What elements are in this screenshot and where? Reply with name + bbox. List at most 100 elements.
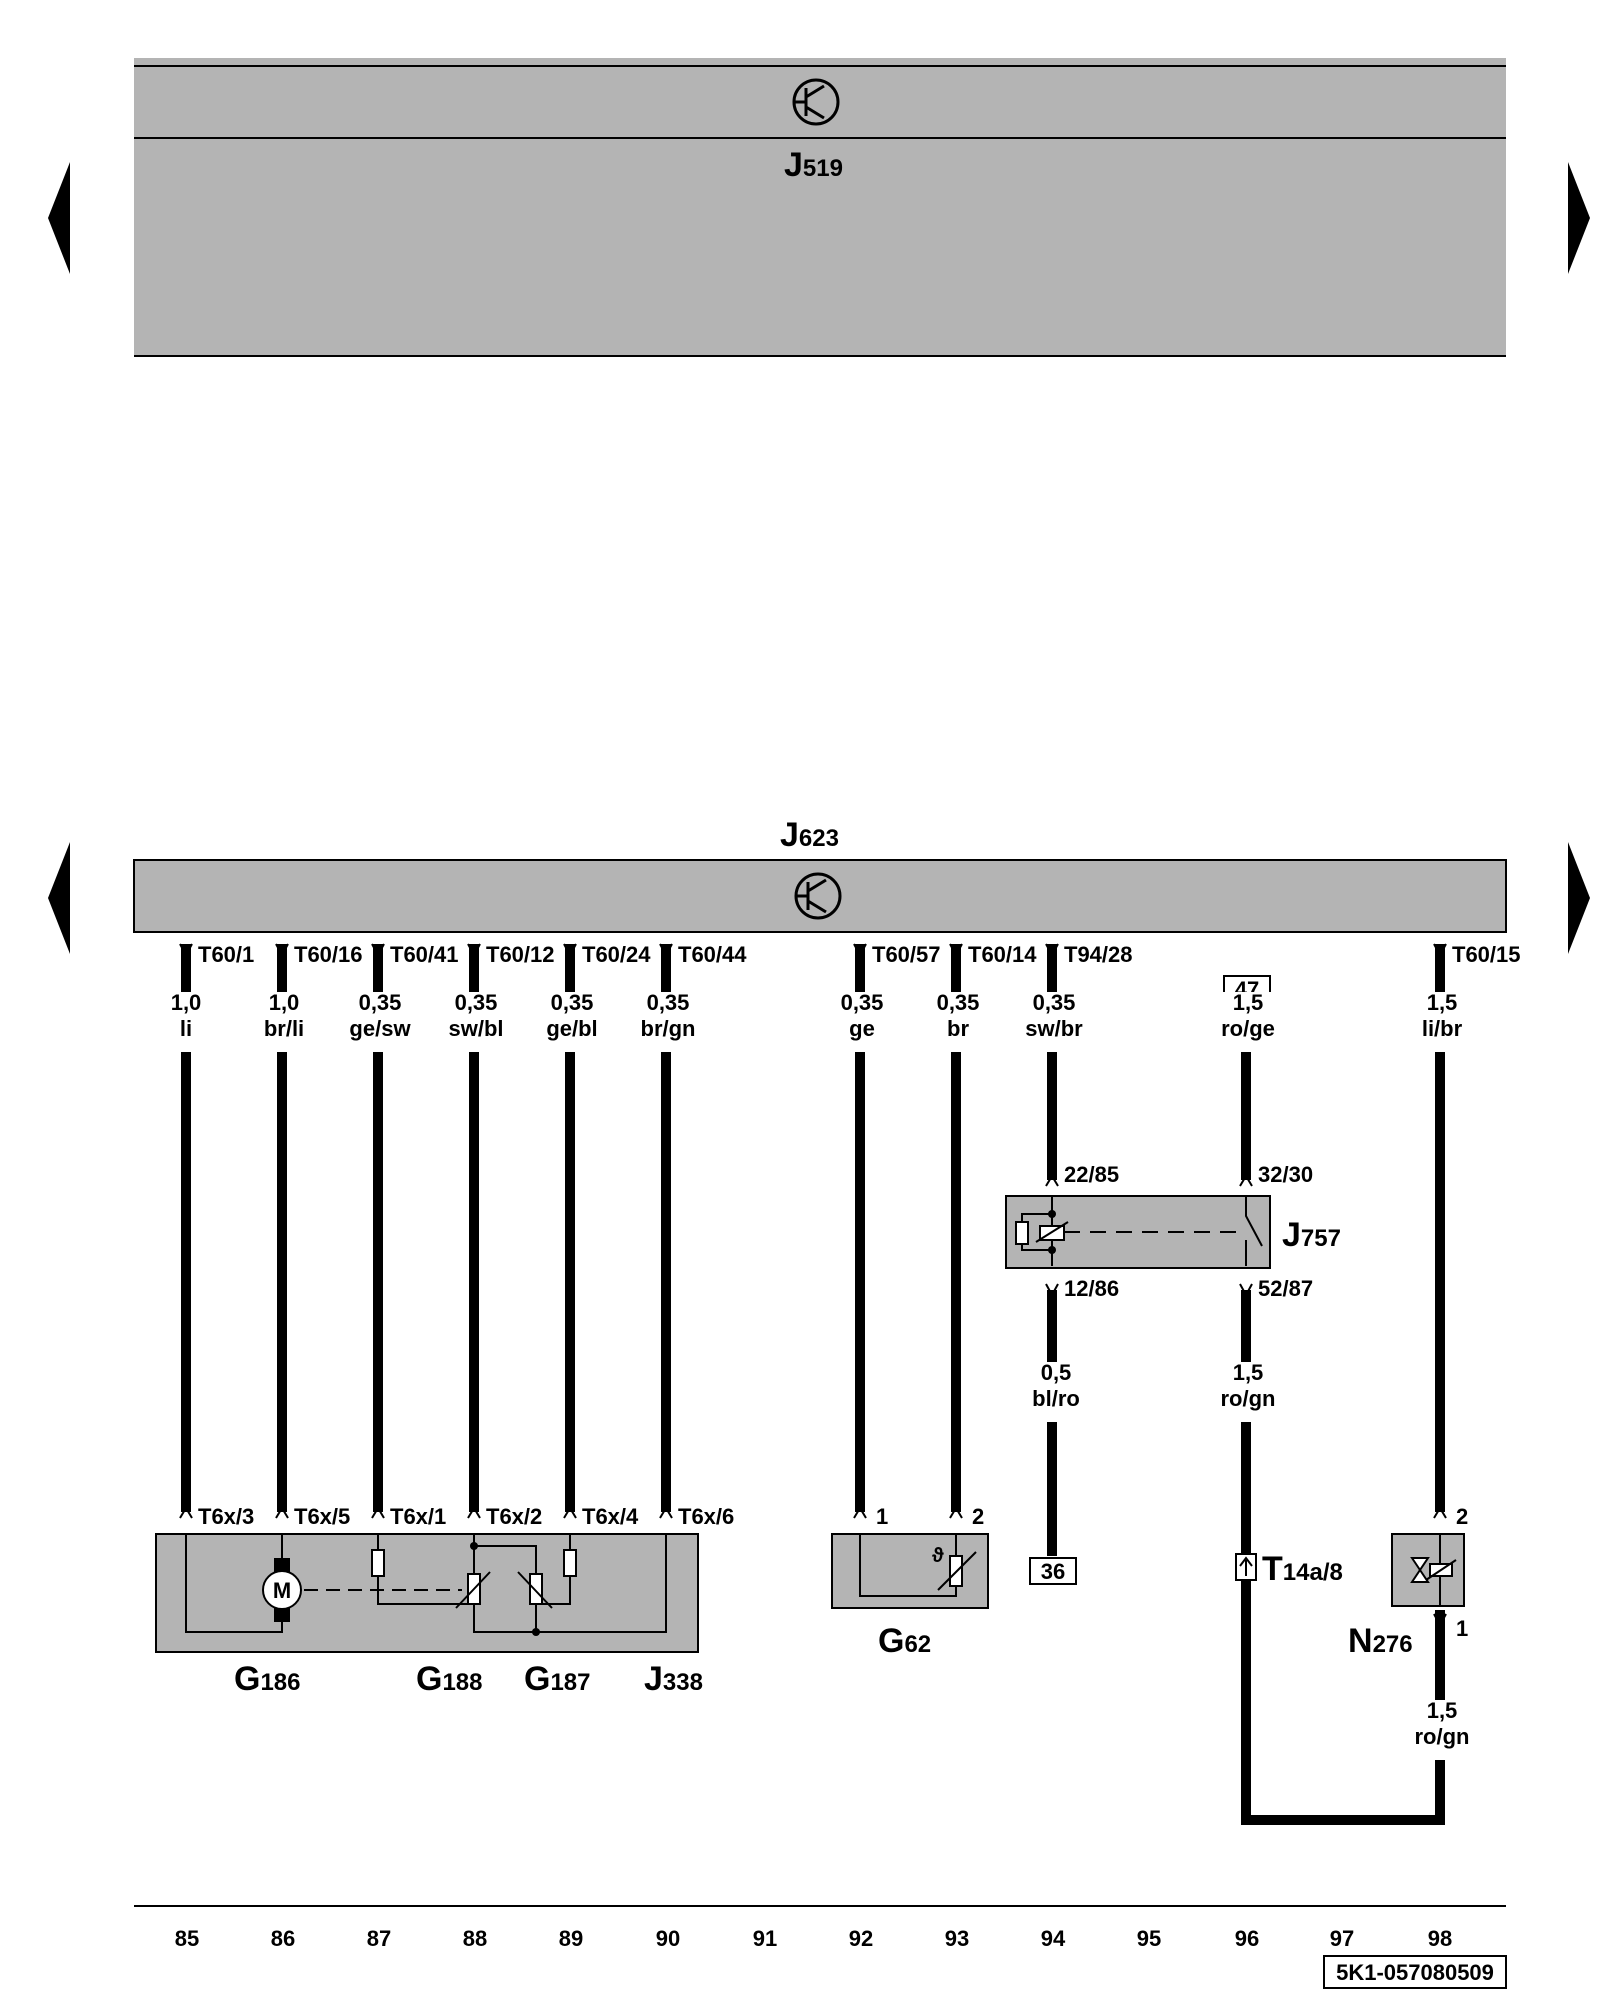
column-number: 90 [656, 1926, 680, 1951]
wire-w96b: 52/87 1,5 ro/gn [1216, 1276, 1313, 1820]
column-number: 89 [559, 1926, 583, 1951]
svg-text:1,5: 1,5 [1427, 1698, 1458, 1723]
wire-w87: T60/41 0,35 ge/sw T6x/1 [346, 942, 459, 1529]
column-number: 86 [271, 1926, 295, 1951]
svg-text:1,5: 1,5 [1233, 1360, 1264, 1385]
svg-text:sw/bl: sw/bl [448, 1016, 503, 1041]
label-j338: J338 [644, 1660, 703, 1698]
column-number: 92 [849, 1926, 873, 1951]
label-g62: G62 [878, 1622, 931, 1660]
throttle-valve-module: M G186 G188 G187 J338 [155, 1533, 703, 1698]
drawing-id-box: 5K1-057080509 [1323, 1955, 1507, 1989]
label-n276: N276 [1348, 1622, 1413, 1660]
svg-text:br/gn: br/gn [641, 1016, 696, 1041]
column-number: 98 [1428, 1926, 1452, 1951]
column-number: 93 [945, 1926, 969, 1951]
svg-text:T6x/6: T6x/6 [678, 1504, 734, 1529]
label-t14a: T14a/8 [1262, 1550, 1343, 1588]
wire-w85: T60/1 1,0 li T6x/3 [171, 942, 255, 1529]
wire-w93: T60/14 0,35 br 2 [936, 942, 1037, 1529]
nav-right-arrow-bottom[interactable] [1568, 842, 1590, 954]
svg-text:0,35: 0,35 [1033, 990, 1076, 1015]
wire-w92: T60/57 0,35 ge 1 [840, 942, 941, 1529]
connector-t14a: T14a/8 [1235, 1550, 1343, 1588]
svg-text:0,35: 0,35 [647, 990, 690, 1015]
svg-text:T6x/2: T6x/2 [486, 1504, 542, 1529]
svg-text:ro/gn: ro/gn [1221, 1386, 1276, 1411]
motor-symbol: M [273, 1578, 291, 1603]
temperature-icon: ϑ [932, 1545, 944, 1567]
svg-text:T60/41: T60/41 [390, 942, 459, 967]
svg-text:T60/16: T60/16 [294, 942, 363, 967]
module-j519: J519 [134, 58, 1506, 357]
svg-text:1,0: 1,0 [171, 990, 202, 1015]
svg-text:bl/ro: bl/ro [1032, 1386, 1080, 1411]
column-number: 87 [367, 1926, 391, 1951]
svg-text:li: li [180, 1016, 192, 1041]
svg-text:1,5: 1,5 [1233, 990, 1264, 1015]
svg-text:T60/1: T60/1 [198, 942, 254, 967]
wire-w86: T60/16 1,0 br/li T6x/5 [262, 942, 363, 1529]
wire-w94b: 12/86 0,5 bl/ro [1024, 1276, 1119, 1556]
svg-text:T94/28: T94/28 [1064, 942, 1133, 967]
coolant-temp-sensor-g62: ϑ G62 [831, 1533, 989, 1660]
svg-text:br/li: br/li [264, 1016, 304, 1041]
reference-box-36: 36 [1029, 1557, 1077, 1585]
nav-left-arrow-top[interactable] [48, 162, 70, 274]
column-numbers: 85 86 87 88 89 90 91 92 93 94 95 96 97 9… [175, 1926, 1452, 1951]
svg-text:T6x/1: T6x/1 [390, 1504, 446, 1529]
svg-text:ro/ge: ro/ge [1221, 1016, 1275, 1041]
wire-w98b: 1 1,5 ro/gn [1410, 1610, 1472, 1820]
wire-w90: T60/44 0,35 br/gn T6x/6 [636, 942, 747, 1529]
svg-text:T60/15: T60/15 [1452, 942, 1521, 967]
svg-text:T6x/5: T6x/5 [294, 1504, 350, 1529]
label-j757: J757 [1282, 1216, 1341, 1254]
svg-text:12/86: 12/86 [1064, 1276, 1119, 1301]
svg-text:1,5: 1,5 [1427, 990, 1458, 1015]
svg-text:5K1-057080509: 5K1-057080509 [1336, 1960, 1494, 1985]
svg-text:36: 36 [1041, 1559, 1065, 1584]
label-g187: G187 [524, 1660, 591, 1698]
wire-w94: T94/28 0,35 sw/br 22/85 [1022, 942, 1133, 1187]
svg-text:T60/12: T60/12 [486, 942, 555, 967]
wire-w96: 1,5 ro/ge 32/30 [1216, 990, 1313, 1187]
nav-left-arrow-bottom[interactable] [48, 842, 70, 954]
svg-text:52/87: 52/87 [1258, 1276, 1313, 1301]
svg-text:br: br [947, 1016, 969, 1041]
svg-text:sw/br: sw/br [1025, 1016, 1083, 1041]
wire-w88: T60/12 0,35 sw/bl T6x/2 [444, 942, 555, 1529]
fuel-pressure-valve-n276: N276 [1348, 1533, 1465, 1660]
svg-text:0,5: 0,5 [1041, 1360, 1072, 1385]
column-number: 97 [1330, 1926, 1354, 1951]
column-number: 94 [1041, 1926, 1066, 1951]
column-number: 85 [175, 1926, 199, 1951]
svg-text:1,0: 1,0 [269, 990, 300, 1015]
svg-text:ge/bl: ge/bl [546, 1016, 597, 1041]
svg-text:T60/57: T60/57 [872, 942, 941, 967]
column-number: 96 [1235, 1926, 1259, 1951]
svg-text:ge: ge [849, 1016, 875, 1041]
svg-text:1: 1 [1456, 1616, 1468, 1641]
electronic-module-icon [794, 872, 842, 920]
svg-text:1: 1 [876, 1504, 888, 1529]
svg-text:0,35: 0,35 [359, 990, 402, 1015]
svg-text:T60/14: T60/14 [968, 942, 1037, 967]
svg-text:T60/44: T60/44 [678, 942, 747, 967]
label-g188: G188 [416, 1660, 483, 1698]
svg-text:li/br: li/br [1422, 1016, 1463, 1041]
svg-text:22/85: 22/85 [1064, 1162, 1119, 1187]
svg-text:0,35: 0,35 [455, 990, 498, 1015]
relay-j757: J757 [1005, 1195, 1341, 1269]
svg-text:T6x/4: T6x/4 [582, 1504, 639, 1529]
svg-text:0,35: 0,35 [937, 990, 980, 1015]
svg-text:ge/sw: ge/sw [349, 1016, 411, 1041]
svg-text:ro/gn: ro/gn [1415, 1724, 1470, 1749]
module-j519-label: J519 [784, 146, 843, 184]
electronic-module-icon [792, 78, 840, 126]
module-j623-label: J623 [780, 816, 839, 854]
svg-text:32/30: 32/30 [1258, 1162, 1313, 1187]
svg-text:2: 2 [972, 1504, 984, 1529]
nav-right-arrow-top[interactable] [1568, 162, 1590, 274]
module-j623: J623 [133, 816, 1507, 933]
